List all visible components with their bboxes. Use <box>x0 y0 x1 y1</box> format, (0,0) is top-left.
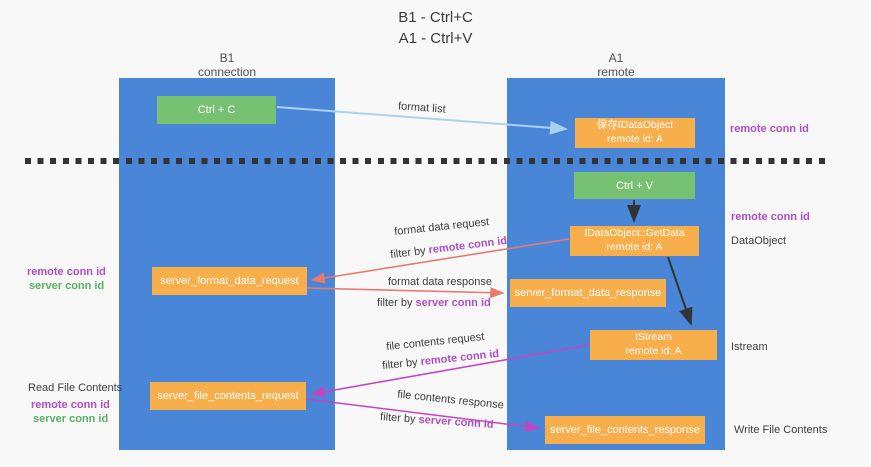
side-label-remote-conn-id-left2: remote conn id <box>31 399 110 411</box>
node-istream: IStream remote id: A <box>590 330 717 360</box>
node-format-response-label: server_format_data_response <box>514 287 662 299</box>
column-a1-name: A1 <box>608 51 624 65</box>
node-getdata-line1: IDataObject::GetData <box>584 227 685 240</box>
side-label-remote-conn-id-left1: remote conn id <box>27 266 106 278</box>
remote-conn-id-text: remote conn id <box>420 347 500 369</box>
side-label-server-conn-id-left1: server conn id <box>29 280 105 292</box>
node-idataobject-getdata: IDataObject::GetData remote id: A <box>570 226 699 256</box>
title-line-2: A1 - Ctrl+V <box>398 30 473 48</box>
edge-label-format-list: format list <box>397 100 447 116</box>
side-label-read-file-contents: Read File Contents <box>28 382 123 394</box>
edge-label-format-data-request: format data request <box>393 216 490 238</box>
node-istream-line2: remote id: A <box>625 345 682 357</box>
side-label-write-file-contents: Write File Contents <box>734 424 828 436</box>
column-b1-role: connection <box>197 65 257 80</box>
node-save-idataobject-line1: 保存IDataObject <box>596 119 674 132</box>
side-label-istream: Istream <box>731 341 768 353</box>
server-conn-id-text: server conn id <box>415 297 491 309</box>
side-label-remote-conn-id-top: remote conn id <box>730 123 809 135</box>
diagram-title: B1 - Ctrl+C A1 - Ctrl+V <box>0 7 871 50</box>
edge-label-filter-server-1: filter by server conn id <box>377 297 491 309</box>
column-header-a1: A1 remote <box>507 51 725 79</box>
column-a1-role: remote <box>597 65 635 80</box>
edge-label-file-contents-request: file contents request <box>385 330 485 354</box>
node-server-format-data-response: server_format_data_response <box>510 279 666 307</box>
node-ctrl-v-label: Ctrl + V <box>616 179 653 192</box>
node-server-file-contents-request: server_file_contents_request <box>150 382 306 410</box>
node-file-response-label: server_file_contents_response <box>550 424 700 436</box>
edge-label-filter-remote-1: filter by remote conn id <box>390 235 508 261</box>
clipboard-boundary-dashed-line <box>25 158 831 164</box>
arrow-format-data-response <box>305 287 505 299</box>
edge-label-filter-server-2: filter by server conn id <box>380 411 494 431</box>
node-istream-line1: IStream <box>635 331 672 344</box>
node-file-request-label: server_file_contents_request <box>157 390 299 402</box>
remote-conn-id-text: remote conn id <box>427 234 508 257</box>
side-label-remote-conn-id-mid: remote conn id <box>731 211 810 223</box>
column-b1-name: B1 <box>219 51 235 65</box>
server-conn-id-text: server conn id <box>418 413 495 431</box>
filter-by-text: filter by <box>377 297 413 309</box>
node-ctrl-c: Ctrl + C <box>157 96 276 124</box>
node-format-request-label: server_format_data_request <box>160 275 299 287</box>
edge-label-file-contents-response: file contents response <box>396 388 505 412</box>
filter-by-text: filter by <box>379 411 416 426</box>
title-line-1: B1 - Ctrl+C <box>398 9 473 26</box>
node-server-file-contents-response: server_file_contents_response <box>545 416 705 444</box>
node-ctrl-v: Ctrl + V <box>574 172 695 199</box>
column-header-b1: B1 connection <box>119 51 335 79</box>
side-label-dataobject: DataObject <box>731 235 787 247</box>
side-label-server-conn-id-left2: server conn id <box>33 413 109 425</box>
node-save-idataobject-line2: remote id: A <box>606 133 664 145</box>
edge-label-format-data-response: format data response <box>388 276 492 288</box>
node-getdata-line2: remote id: A <box>606 241 663 253</box>
node-server-format-data-request: server_format_data_request <box>152 267 307 295</box>
filter-by-text: filter by <box>389 244 427 262</box>
node-save-idataobject: 保存IDataObject remote id: A <box>575 118 695 148</box>
filter-by-text: filter by <box>381 356 419 373</box>
node-ctrl-c-label: Ctrl + C <box>197 104 236 116</box>
